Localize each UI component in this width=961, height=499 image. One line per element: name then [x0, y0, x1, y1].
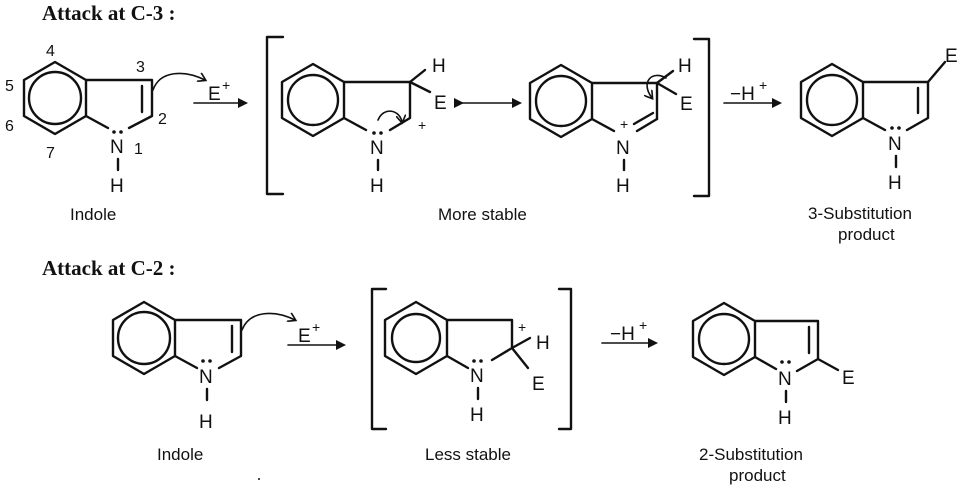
svg-text:N: N [888, 134, 902, 155]
svg-text:E: E [434, 93, 447, 114]
reaction-arrow-electrophile-bottom: E + [287, 319, 346, 350]
svg-text:E: E [842, 368, 855, 389]
caption-product3-line1: 3-Substitution [808, 204, 912, 223]
product-3-substituted: E N H [799, 46, 958, 194]
heading-attack-c2: Attack at C-2 : [42, 256, 176, 280]
svg-text:E: E [945, 46, 958, 67]
reaction-arrow-deprotonation-top: −H + [723, 77, 782, 108]
svg-text:H: H [536, 333, 550, 354]
svg-text:N: N [470, 366, 484, 387]
heading-attack-c3: Attack at C-3 : [42, 1, 176, 25]
position-7: 7 [46, 145, 55, 162]
svg-text:H: H [199, 412, 213, 433]
atom-n: N [110, 137, 124, 158]
indole-molecule-top: N H 4 5 6 7 3 2 1 [5, 43, 167, 197]
position-6: 6 [5, 118, 14, 135]
svg-text:H: H [888, 173, 902, 194]
svg-text:+: + [418, 117, 426, 133]
svg-text:+: + [639, 317, 647, 333]
indole-molecule-bottom: N H [111, 300, 243, 433]
svg-text:H: H [678, 56, 692, 77]
svg-text:N: N [616, 138, 630, 159]
svg-text:E: E [208, 84, 221, 105]
sigma-complex-c2: + H E N H [383, 300, 550, 426]
bracket-right [692, 37, 711, 198]
svg-text:+: + [312, 319, 320, 335]
stray-dot [258, 478, 260, 480]
caption-less-stable: Less stable [425, 445, 511, 464]
svg-text:H: H [778, 408, 792, 429]
sigma-complex-c3-form1: H E + N H [280, 56, 447, 197]
svg-text:+: + [518, 319, 526, 335]
svg-text:N: N [199, 367, 213, 388]
svg-text:+: + [759, 77, 767, 93]
reaction-arrow-electrophile: E + [193, 77, 248, 108]
product-2-substituted: E N H [691, 301, 855, 429]
svg-text:N: N [778, 369, 792, 390]
svg-text:−H: −H [610, 324, 635, 345]
caption-product2-line2: product [729, 466, 786, 485]
sigma-complex-c3-form2: H E + N H [528, 56, 693, 197]
bracket-left [265, 35, 285, 196]
svg-text:E: E [298, 326, 311, 347]
svg-text:H: H [616, 176, 630, 197]
bracket-right-bottom [557, 287, 573, 431]
svg-text:E: E [532, 374, 545, 395]
caption-more-stable: More stable [438, 205, 527, 224]
curly-arrow-icon [152, 73, 205, 91]
position-4: 4 [46, 43, 55, 60]
curly-arrow-icon [241, 313, 295, 331]
position-2: 2 [158, 111, 167, 128]
caption-product2-line1: 2-Substitution [699, 445, 803, 464]
svg-text:−H: −H [730, 84, 755, 105]
position-3: 3 [136, 59, 145, 76]
svg-text:H: H [470, 405, 484, 426]
caption-indole-bottom: Indole [157, 445, 203, 464]
position-1: 1 [134, 141, 143, 158]
svg-text:N: N [370, 138, 384, 159]
svg-text:H: H [370, 176, 384, 197]
caption-indole-top: Indole [70, 205, 116, 224]
caption-product3-line2: product [838, 225, 895, 244]
atom-h: H [110, 176, 124, 197]
bracket-left-bottom [370, 287, 388, 431]
svg-text:+: + [222, 77, 230, 93]
svg-text:H: H [432, 56, 446, 77]
svg-text:+: + [620, 116, 628, 132]
svg-text:E: E [680, 94, 693, 115]
position-5: 5 [5, 78, 14, 95]
reaction-arrow-deprotonation-bottom: −H + [601, 317, 658, 348]
